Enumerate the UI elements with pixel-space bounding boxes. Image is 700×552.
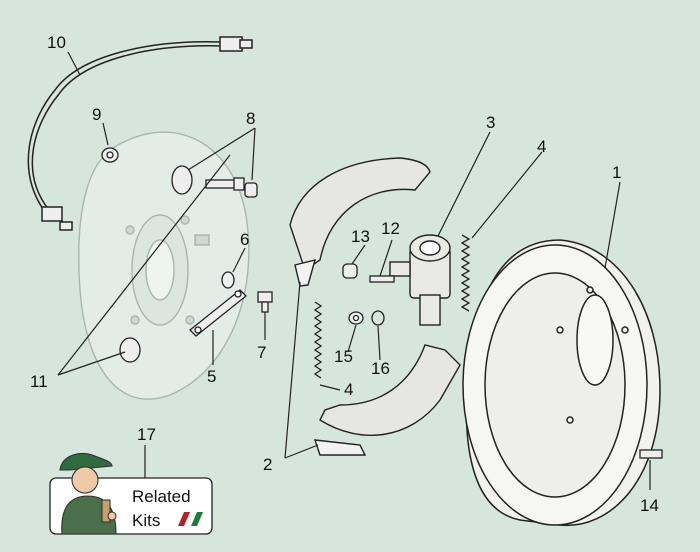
brake-hose <box>27 36 253 231</box>
callout-11: 11 <box>30 372 48 391</box>
brake-shoe-upper <box>289 157 431 287</box>
callout-13: 13 <box>351 227 370 246</box>
callout-8: 8 <box>246 109 255 128</box>
callout-17: 17 <box>137 425 156 444</box>
screw-part-14 <box>639 449 663 459</box>
small-parts-12-13-15-16 <box>342 263 395 326</box>
callout-4-upper: 4 <box>537 137 546 156</box>
leader-lines <box>57 51 651 490</box>
callout-16: 16 <box>371 359 390 378</box>
callout-2: 2 <box>263 455 272 474</box>
related-kits-line2: Kits <box>132 511 160 530</box>
springs-part-4 <box>313 234 471 379</box>
callout-10: 10 <box>47 33 66 52</box>
related-kits-line1: Related <box>132 487 191 506</box>
adjuster-part-11 <box>119 337 141 363</box>
callout-12: 12 <box>381 219 400 238</box>
mechanic-icon <box>59 452 117 535</box>
related-kits-button[interactable]: Related Kits <box>49 452 213 535</box>
callout-labels: 10 9 8 3 4 1 13 12 6 15 16 7 5 11 2 14 1… <box>30 33 659 515</box>
callout-15: 15 <box>334 347 353 366</box>
callout-3: 3 <box>486 113 495 132</box>
adjuster-part-8 <box>171 165 258 198</box>
callout-1: 1 <box>612 163 621 182</box>
backing-plate <box>78 131 250 400</box>
flag-icon <box>178 512 203 526</box>
callout-4-lower: 4 <box>344 380 353 399</box>
callout-14: 14 <box>640 496 659 515</box>
callout-5: 5 <box>207 367 216 386</box>
nut-part-9 <box>101 147 119 163</box>
callout-6: 6 <box>240 230 249 249</box>
callout-9: 9 <box>92 105 101 124</box>
callout-7: 7 <box>257 343 266 362</box>
brake-drum-part-1 <box>462 239 661 527</box>
wheel-cylinder-part-3 <box>389 234 451 326</box>
brake-shoe-lower <box>313 344 461 456</box>
